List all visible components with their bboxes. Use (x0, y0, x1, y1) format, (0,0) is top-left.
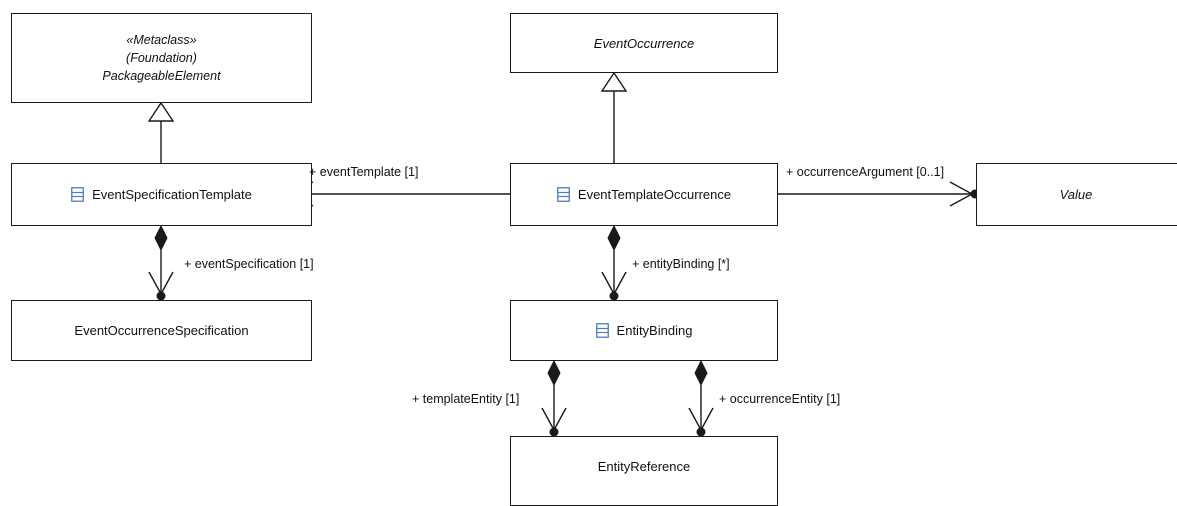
class-entity-binding[interactable]: EntityBinding (510, 300, 778, 361)
role-label-template-entity: + templateEntity [1] (412, 392, 520, 406)
role-label-occurrence-argument: + occurrenceArgument [0..1] (786, 165, 945, 179)
association-edge-template-entity (541, 359, 567, 437)
class-event-specification-template[interactable]: EventSpecificationTemplate (11, 163, 312, 226)
class-name: Value (1059, 187, 1093, 202)
class-name: EventOccurrenceSpecification (74, 323, 249, 338)
class-entity-reference[interactable]: EntityReference (510, 436, 778, 506)
class-name: EventSpecificationTemplate (92, 187, 252, 202)
class-icon (71, 187, 85, 202)
role-label-event-template: + eventTemplate [1] (309, 165, 419, 179)
class-event-occurrence[interactable]: EventOccurrence (510, 13, 778, 73)
class-packageable-element[interactable]: «Metaclass» (Foundation) PackageableElem… (11, 13, 312, 103)
role-label-entity-binding: + entityBinding [*] (632, 257, 730, 271)
role-label-occurrence-entity: + occurrenceEntity [1] (719, 392, 841, 406)
class-event-occurrence-specification[interactable]: EventOccurrenceSpecification (11, 300, 312, 361)
class-package: (Foundation) (126, 51, 197, 65)
role-label-event-specification: + eventSpecification [1] (184, 257, 314, 271)
association-edge-event-template (282, 181, 510, 207)
class-icon (557, 187, 570, 202)
generalization-edge-packageable-element (147, 101, 175, 163)
class-stereotype: «Metaclass» (126, 33, 197, 47)
association-edge-occurrence-argument (750, 181, 980, 207)
class-name: EntityReference (597, 458, 691, 474)
class-event-template-occurrence[interactable]: EventTemplateOccurrence (510, 163, 778, 226)
class-icon (595, 323, 609, 338)
association-edge-occurrence-entity (688, 359, 714, 437)
uml-class-diagram: «Metaclass» (Foundation) PackageableElem… (11, 13, 1177, 506)
generalization-edge-event-occurrence (600, 71, 628, 163)
class-name: EntityBinding (616, 323, 693, 338)
class-value[interactable]: Value (976, 163, 1177, 226)
association-edge-event-specification (148, 224, 174, 301)
class-name: EventTemplateOccurrence (577, 187, 732, 202)
association-edge-entity-binding (601, 224, 627, 301)
class-name: EventOccurrence (593, 35, 695, 51)
class-name: PackageableElement (102, 69, 221, 83)
